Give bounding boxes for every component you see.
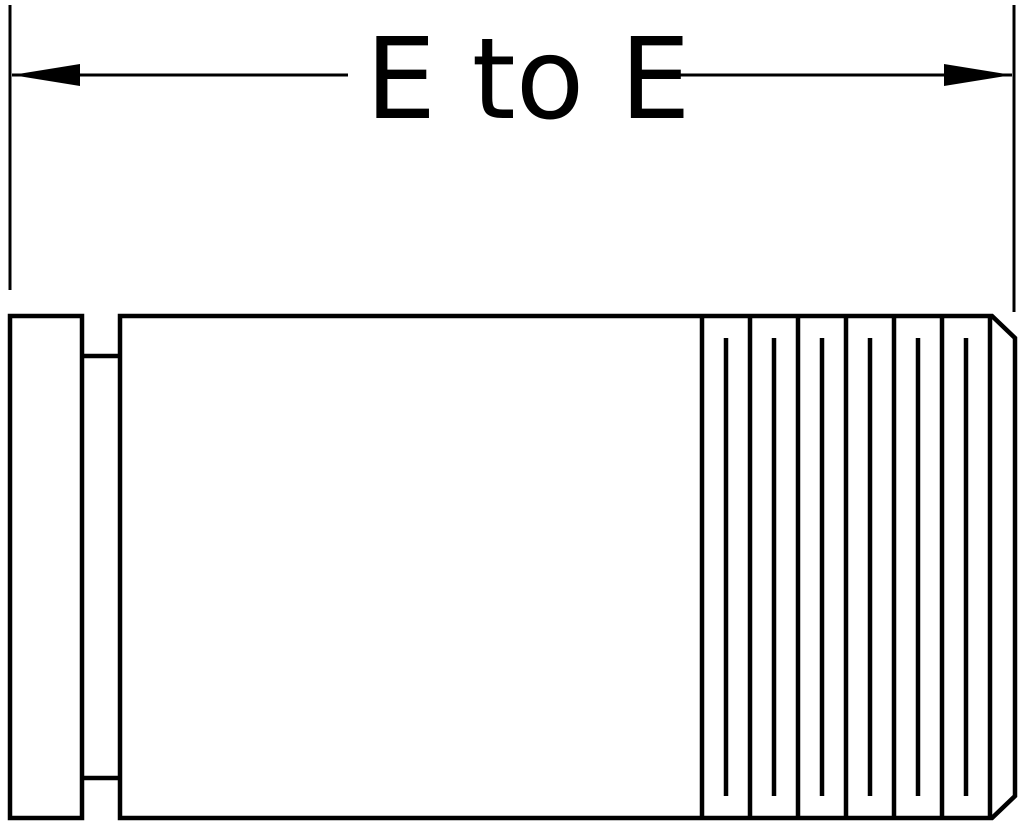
flange-body: [7, 313, 85, 821]
main-body-outline: [117, 313, 1018, 821]
right-arrowhead-icon: [944, 64, 1012, 86]
left-arrowhead-icon: [12, 64, 80, 86]
thread-crests: [747, 316, 993, 818]
dimension-label: E to E: [365, 15, 690, 145]
thread-roots: [723, 338, 969, 796]
